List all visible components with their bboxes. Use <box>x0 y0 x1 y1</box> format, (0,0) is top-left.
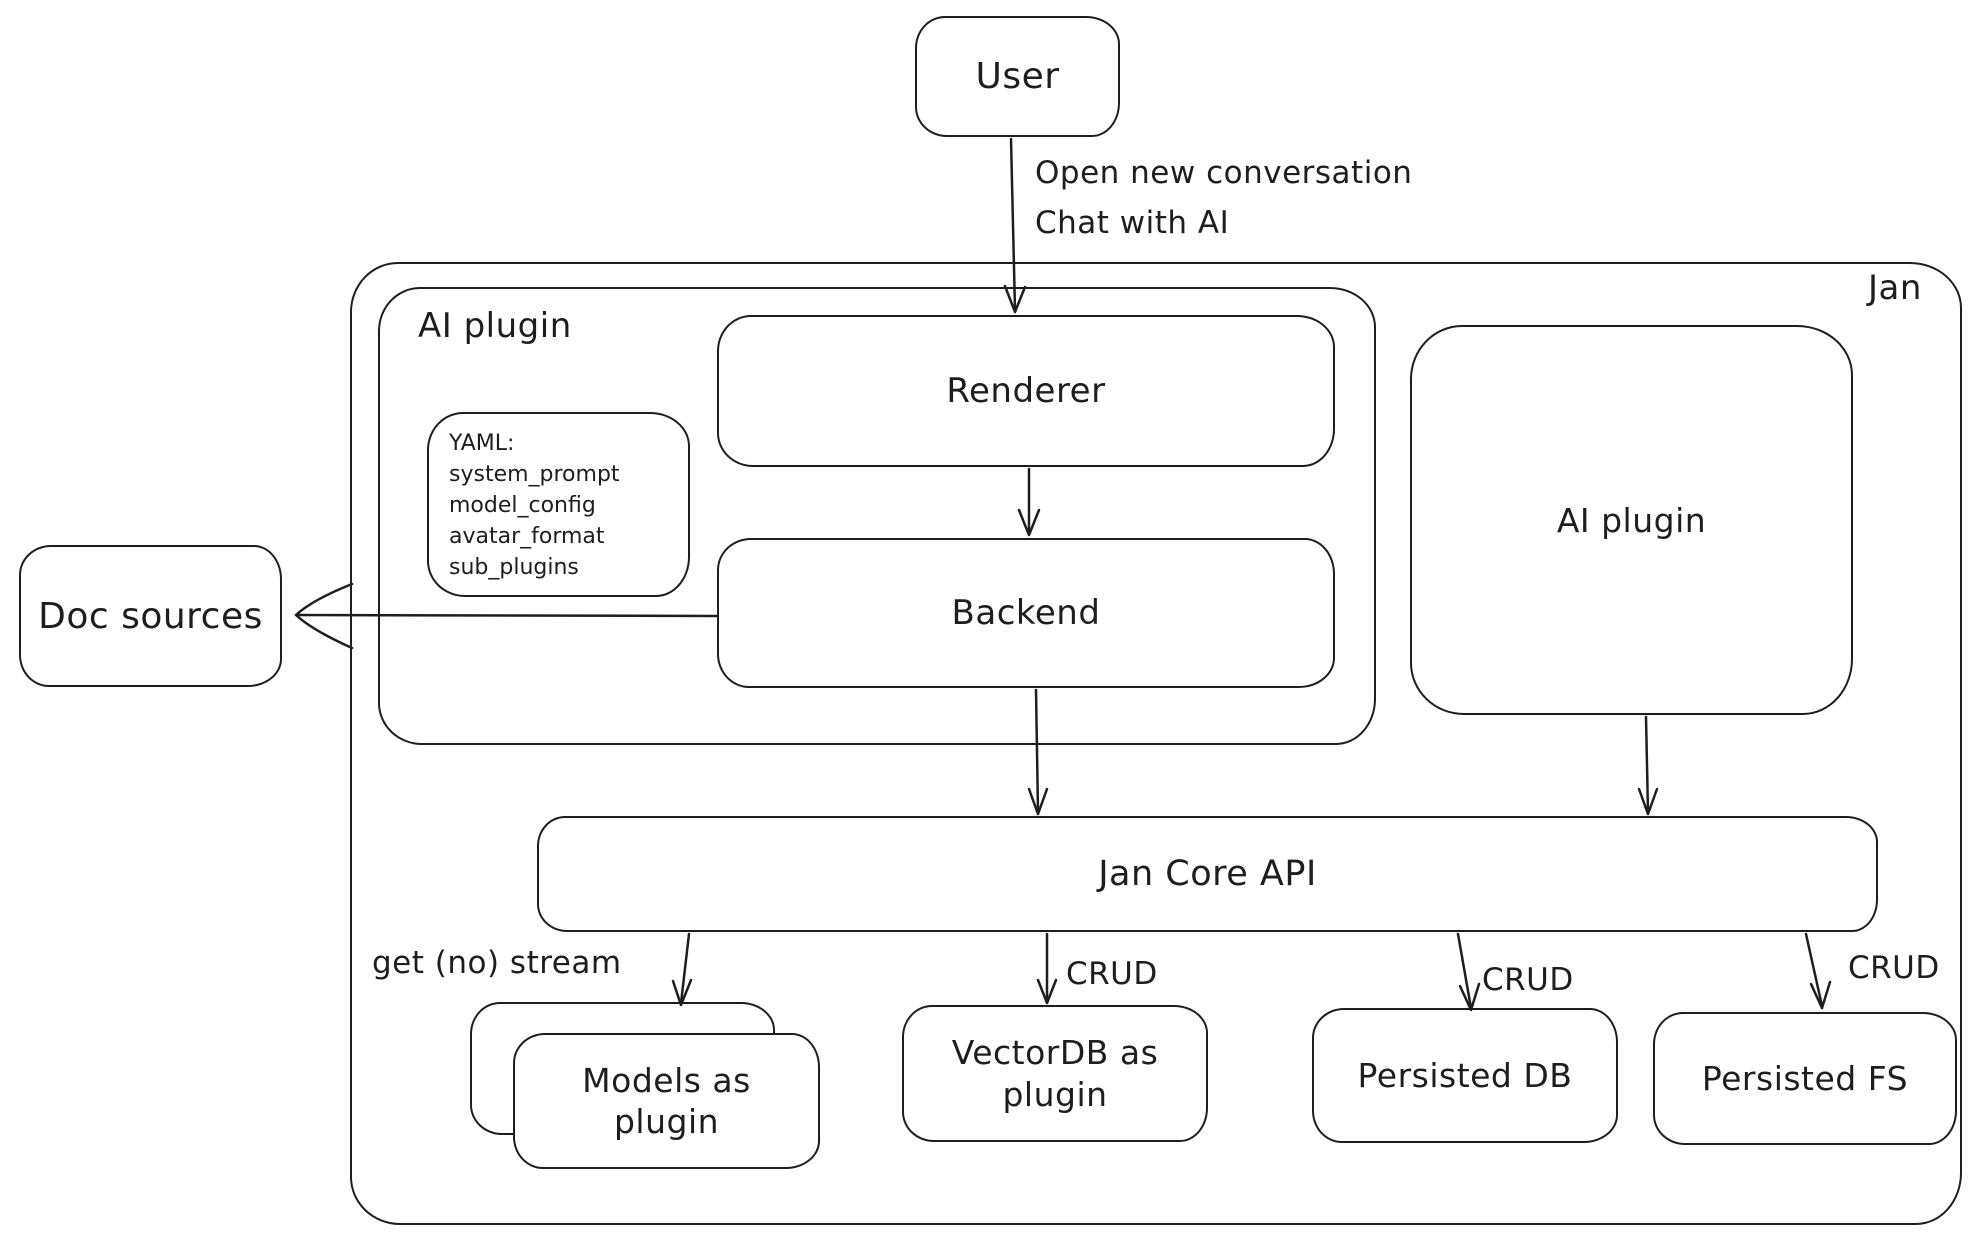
doc-sources-node: Doc sources <box>19 545 282 687</box>
yaml-line: sub_plugins <box>449 555 579 580</box>
models-plugin-node-label: Models as plugin <box>582 1060 751 1141</box>
persisted-db-node: Persisted DB <box>1312 1008 1618 1143</box>
edge-label-open-conversation-line1: Open new conversation <box>1035 155 1413 191</box>
user-node: User <box>915 16 1120 137</box>
jan-core-api-node-label: Jan Core API <box>1098 854 1317 894</box>
persisted-db-node-label: Persisted DB <box>1357 1056 1573 1095</box>
backend-node-label: Backend <box>951 593 1101 633</box>
backend-node: Backend <box>717 538 1335 688</box>
models-plugin-node: Models as plugin <box>513 1033 820 1169</box>
ai-plugin-right-node: AI plugin <box>1410 325 1853 715</box>
edge-label-crud-db: CRUD <box>1482 962 1574 998</box>
vectordb-plugin-node-label: VectorDB as plugin <box>951 1033 1159 1114</box>
jan-label: Jan <box>1868 268 1922 308</box>
edge-label-open-conversation-line2: Chat with AI <box>1035 205 1230 242</box>
persisted-fs-node-label: Persisted FS <box>1701 1059 1909 1098</box>
edge-label-crud-fs: CRUD <box>1848 950 1940 986</box>
jan-core-api-node: Jan Core API <box>537 816 1878 932</box>
edge-label-crud-vectordb: CRUD <box>1066 956 1158 992</box>
yaml-line: model_config <box>449 493 596 518</box>
yaml-line: avatar_format <box>449 524 605 549</box>
edge-label-open-conversation: Open new conversation Chat with AI <box>1035 148 1412 248</box>
edge-label-get-no-stream: get (no) stream <box>372 945 622 981</box>
doc-sources-node-label: Doc sources <box>38 595 263 637</box>
persisted-fs-node: Persisted FS <box>1653 1012 1957 1145</box>
renderer-node-label: Renderer <box>946 371 1106 411</box>
vectordb-plugin-node: VectorDB as plugin <box>902 1005 1208 1142</box>
user-node-label: User <box>975 56 1060 97</box>
yaml-line: system_prompt <box>449 462 620 487</box>
yaml-note-text: YAML: system_prompt model_config avatar_… <box>449 428 620 583</box>
renderer-node: Renderer <box>717 315 1335 467</box>
yaml-note: YAML: system_prompt model_config avatar_… <box>427 412 690 597</box>
yaml-line: YAML: <box>449 431 515 456</box>
ai-plugin-left-label: AI plugin <box>418 306 572 346</box>
ai-plugin-right-node-label: AI plugin <box>1556 500 1707 540</box>
